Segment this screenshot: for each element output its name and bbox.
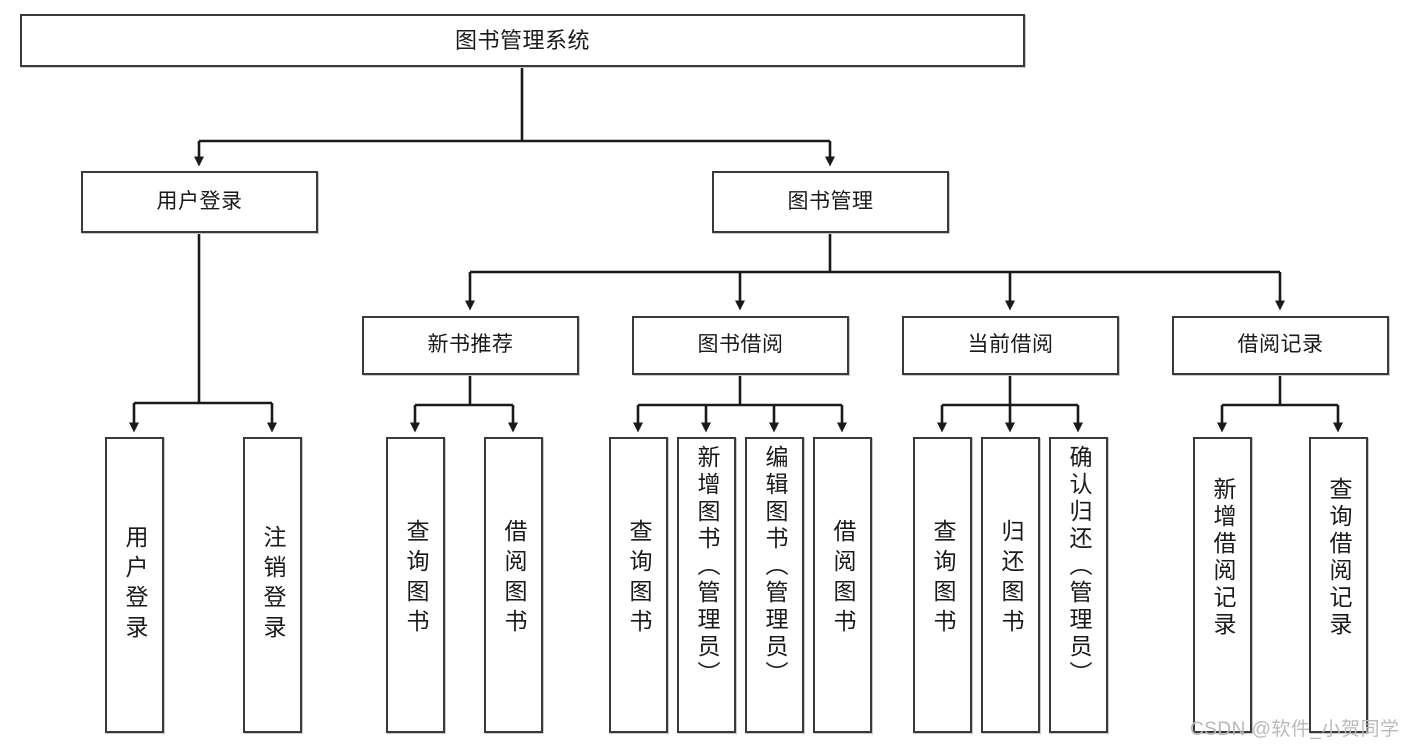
node-new-book-recommend-label: 新书推荐: [427, 333, 514, 357]
leaf-borrow-add-book[interactable]: 新增图书（管理员）: [677, 437, 736, 733]
leaf-record-query-record-label: 查询借阅记录: [1326, 477, 1352, 639]
leaf-recommend-query-book[interactable]: 查询图书: [386, 437, 445, 733]
leaf-record-query-record[interactable]: 查询借阅记录: [1309, 437, 1368, 733]
node-current-borrow[interactable]: 当前借阅: [902, 316, 1119, 375]
leaf-borrow-edit-book[interactable]: 编辑图书（管理员）: [745, 437, 804, 733]
leaf-borrow-query-book-label: 查询图书: [626, 519, 652, 639]
node-book-borrow[interactable]: 图书借阅: [632, 316, 849, 375]
leaf-current-confirm-return[interactable]: 确认归还（管理员）: [1049, 437, 1108, 733]
leaf-record-add-record-label: 新增借阅记录: [1210, 477, 1236, 639]
leaf-record-add-record[interactable]: 新增借阅记录: [1193, 437, 1252, 733]
node-borrow-record[interactable]: 借阅记录: [1172, 316, 1389, 375]
node-root[interactable]: 图书管理系统: [20, 14, 1025, 67]
node-new-book-recommend[interactable]: 新书推荐: [362, 316, 579, 375]
leaf-user-login-logout[interactable]: 注销登录: [243, 437, 302, 733]
leaf-current-return-book-label: 归还图书: [998, 519, 1024, 639]
leaf-user-login-login[interactable]: 用户登录: [105, 437, 164, 733]
leaf-current-return-book[interactable]: 归还图书: [981, 437, 1040, 733]
node-root-label: 图书管理系统: [454, 27, 590, 53]
leaf-recommend-query-book-label: 查询图书: [403, 519, 429, 639]
leaf-borrow-borrow-book[interactable]: 借阅图书: [813, 437, 872, 733]
leaf-recommend-borrow-book[interactable]: 借阅图书: [484, 437, 543, 733]
leaf-current-confirm-return-label: 确认归还（管理员）: [1066, 445, 1092, 688]
node-user-login[interactable]: 用户登录: [81, 171, 318, 233]
leaf-user-login-login-label: 用户登录: [122, 525, 148, 645]
leaf-current-query-book-label: 查询图书: [930, 519, 956, 639]
leaf-borrow-add-book-label: 新增图书（管理员）: [694, 445, 720, 688]
node-borrow-record-label: 借阅记录: [1237, 333, 1324, 357]
node-current-borrow-label: 当前借阅: [967, 333, 1054, 357]
csdn-watermark: CSDN @软件_小贺同学: [1190, 719, 1400, 740]
leaf-borrow-borrow-book-label: 借阅图书: [830, 519, 856, 639]
node-user-login-label: 用户登录: [156, 189, 243, 213]
node-book-borrow-label: 图书借阅: [697, 333, 784, 357]
leaf-borrow-edit-book-label: 编辑图书（管理员）: [762, 445, 788, 688]
leaf-user-login-logout-label: 注销登录: [260, 525, 286, 645]
leaf-recommend-borrow-book-label: 借阅图书: [501, 519, 527, 639]
node-book-management[interactable]: 图书管理: [712, 171, 949, 233]
node-book-management-label: 图书管理: [787, 189, 874, 213]
leaf-current-query-book[interactable]: 查询图书: [913, 437, 972, 733]
leaf-borrow-query-book[interactable]: 查询图书: [609, 437, 668, 733]
